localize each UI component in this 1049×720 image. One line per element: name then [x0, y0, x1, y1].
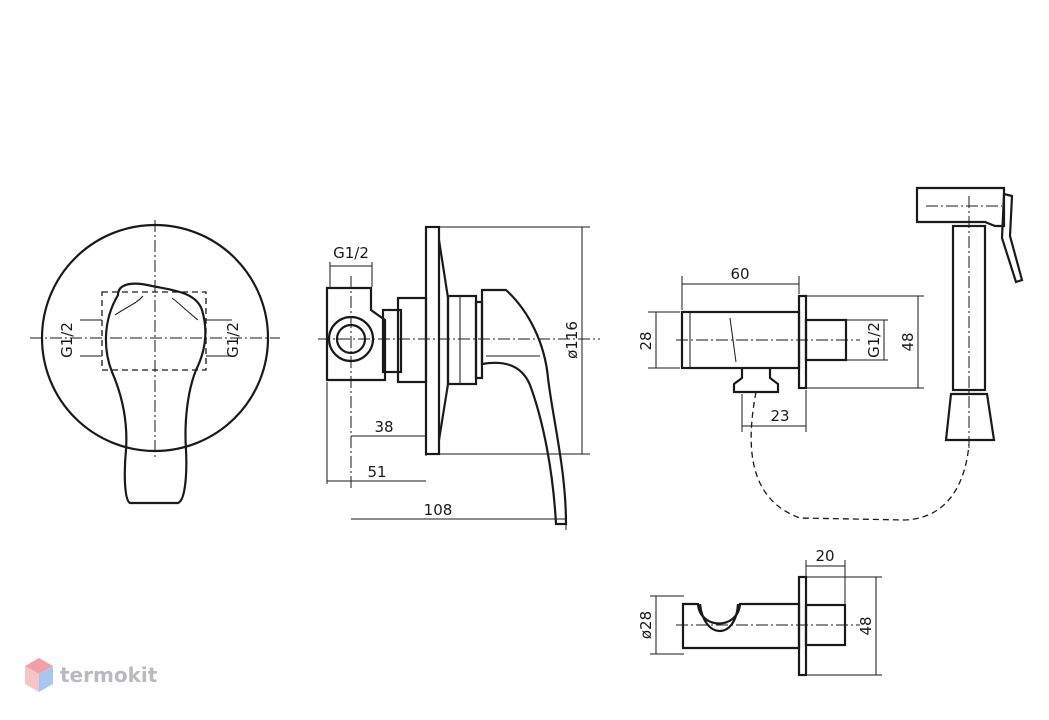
- side-dim-108: 108: [424, 501, 453, 519]
- hose-path: [750, 391, 970, 521]
- hand-shower-view: [750, 186, 1024, 521]
- side-g-top-label: G1/2: [333, 244, 369, 262]
- outlet-dim-48: 48: [899, 332, 917, 351]
- outlet-dim-60: 60: [730, 265, 749, 283]
- holder-view: 20 ø28 48: [637, 547, 882, 677]
- outlet-elbow-view: 60 28 23 G1/2 48: [637, 265, 924, 432]
- front-view: G1/2 G1/2: [30, 220, 280, 505]
- holder-dim-20: 20: [815, 547, 834, 565]
- side-dim-51: 51: [367, 463, 386, 481]
- side-view: G1/2 38 51 108 ø116: [318, 225, 600, 530]
- holder-dim-dia28: ø28: [637, 611, 655, 639]
- outlet-dim-23: 23: [770, 407, 789, 425]
- front-g-left-label: G1/2: [58, 322, 76, 358]
- brand-logo: termokit: [24, 654, 157, 696]
- outlet-dim-28: 28: [637, 331, 655, 350]
- side-dim-38: 38: [374, 418, 393, 436]
- outlet-g-label: G1/2: [865, 322, 883, 358]
- front-g-right-label: G1/2: [224, 322, 242, 358]
- side-lever: [480, 288, 568, 526]
- hexagon-cube-icon: [25, 658, 53, 692]
- side-wall-plate: [424, 225, 441, 456]
- brand-name: termokit: [60, 663, 158, 687]
- holder-dim-48: 48: [857, 616, 875, 635]
- front-lever: [104, 282, 207, 505]
- side-dim-dia116: ø116: [563, 321, 581, 359]
